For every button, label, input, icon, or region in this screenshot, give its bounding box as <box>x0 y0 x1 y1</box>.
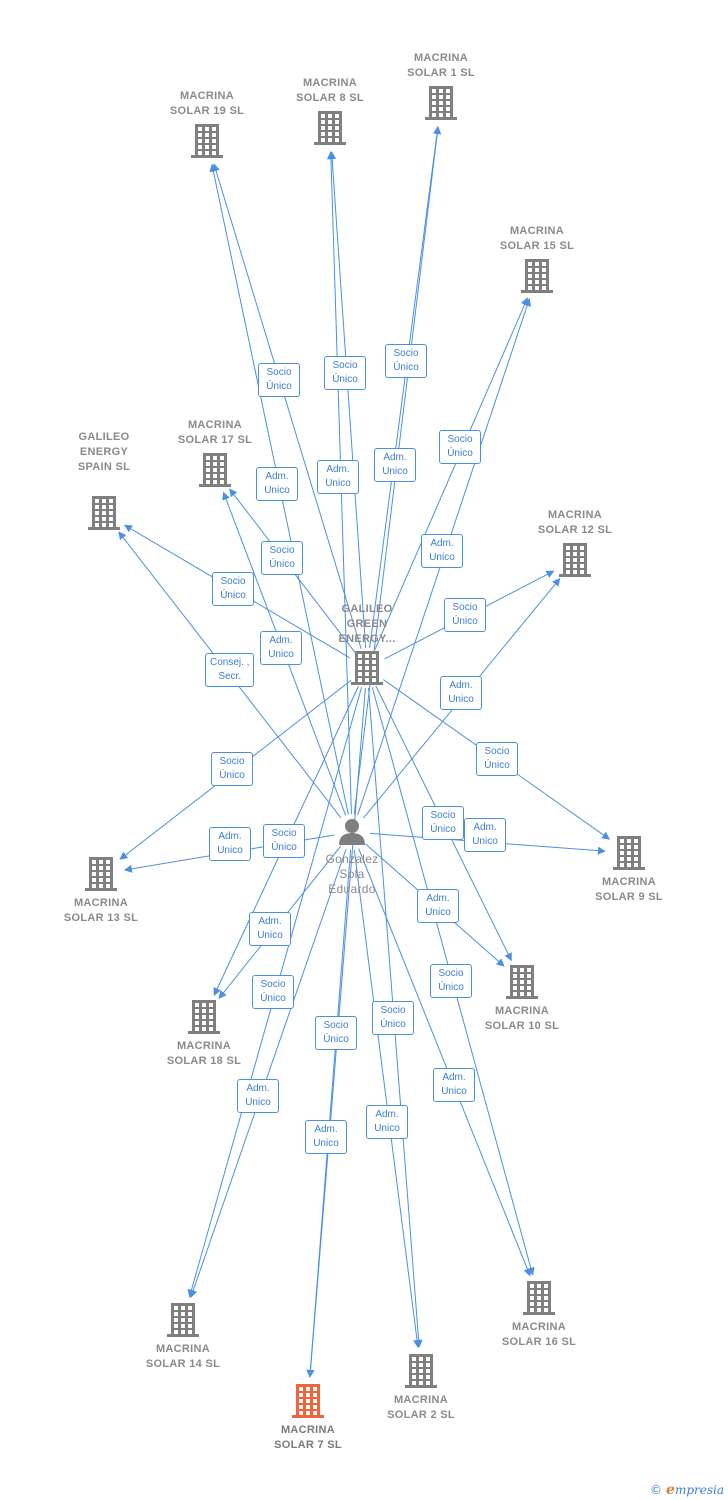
edge-label-person-to-solar12[interactable]: Adm. Unico <box>440 676 482 710</box>
node-label-solar14[interactable]: MACRINA SOLAR 14 SL <box>145 1343 221 1370</box>
solar15-building-icon[interactable] <box>521 259 553 293</box>
node-label-galileo-green[interactable]: GALILEO GREEN ENERGY... <box>338 603 396 645</box>
solar9-building-icon[interactable] <box>613 836 645 870</box>
edge-label-galileo_green-to-solar17[interactable]: Socio Único <box>261 541 303 575</box>
footer-brand[interactable]: ©empresia <box>650 1482 724 1498</box>
node-label-person[interactable]: Gonzalez Sola Eduardo <box>325 852 379 896</box>
node-label-solar13[interactable]: MACRINA SOLAR 13 SL <box>63 897 139 924</box>
edge-label-galileo_green-to-solar14[interactable]: Socio Único <box>252 975 294 1009</box>
edge-label-person-to-solar1[interactable]: Adm. Unico <box>374 448 416 482</box>
edge-label-person-to-solar15[interactable]: Adm. Unico <box>421 534 463 568</box>
solar17-building-icon[interactable] <box>199 453 231 487</box>
edge-label-galileo_green-to-solar10[interactable]: Socio Único <box>422 806 464 840</box>
solar7-building-icon[interactable] <box>292 1384 324 1418</box>
edge-galileo_green-to-solar19 <box>212 163 362 650</box>
edge-label-galileo_green-to-solar15[interactable]: Socio Único <box>439 430 481 464</box>
edge-label-galileo_green-to-solar7[interactable]: Socio Único <box>315 1016 357 1050</box>
edge-label-person-to-solar2[interactable]: Adm. Unico <box>366 1105 408 1139</box>
galileo_spain-building-icon[interactable] <box>88 496 120 530</box>
edge-label-person-to-solar18[interactable]: Adm. Unico <box>249 912 291 946</box>
solar16-building-icon[interactable] <box>523 1281 555 1315</box>
edges-layer <box>118 126 611 1378</box>
nodes-layer <box>85 86 645 1418</box>
edge-person-to-solar14 <box>189 848 347 1299</box>
node-label-solar7[interactable]: MACRINA SOLAR 7 SL <box>274 1424 342 1451</box>
edge-galileo_green-to-solar1 <box>369 126 441 649</box>
solar1-building-icon[interactable] <box>425 86 457 120</box>
copyright-symbol: © <box>650 1483 663 1497</box>
edge-label-person-to-solar14[interactable]: Adm. Unico <box>237 1079 279 1113</box>
edge-person-to-solar7 <box>306 849 352 1378</box>
brand-initial: e <box>666 1482 675 1498</box>
node-label-solar10[interactable]: MACRINA SOLAR 10 SL <box>484 1005 560 1032</box>
solar12-building-icon[interactable] <box>559 543 591 577</box>
node-label-solar2[interactable]: MACRINA SOLAR 2 SL <box>387 1394 455 1421</box>
edge-galileo_green-to-solar8 <box>328 151 367 649</box>
edge-label-person-to-galileo_spain[interactable]: Consej. , Secr. <box>205 653 255 687</box>
edge-label-person-to-solar7[interactable]: Adm. Unico <box>305 1120 347 1154</box>
edge-label-galileo_green-to-solar2[interactable]: Socio Único <box>372 1001 414 1035</box>
solar13-building-icon[interactable] <box>85 857 117 891</box>
node-label-solar15[interactable]: MACRINA SOLAR 15 SL <box>499 225 575 252</box>
node-label-solar12[interactable]: MACRINA SOLAR 12 SL <box>537 509 613 536</box>
solar14-building-icon[interactable] <box>167 1303 199 1337</box>
edge-label-person-to-solar9[interactable]: Adm. Unico <box>464 818 506 852</box>
edge-label-galileo_green-to-solar9[interactable]: Socio Único <box>476 742 518 776</box>
galileo-green-building-icon[interactable] <box>351 651 383 685</box>
node-label-solar16[interactable]: MACRINA SOLAR 16 SL <box>501 1321 577 1348</box>
solar2-building-icon[interactable] <box>405 1354 437 1388</box>
node-label-solar8[interactable]: MACRINA SOLAR 8 SL <box>296 77 364 104</box>
edge-galileo_green-to-solar15 <box>374 297 529 650</box>
edge-label-person-to-solar19[interactable]: Adm. Unico <box>256 467 298 501</box>
edge-label-person-to-solar8[interactable]: Adm. Unico <box>317 460 359 494</box>
edge-label-galileo_green-to-galileo_spain[interactable]: Socio Único <box>212 572 254 606</box>
edge-label-person-to-solar17[interactable]: Adm. Unico <box>260 631 302 665</box>
edge-label-galileo_green-to-solar12[interactable]: Socio Único <box>444 598 486 632</box>
node-label-solar18[interactable]: MACRINA SOLAR 18 SL <box>166 1040 242 1067</box>
edge-label-galileo_green-to-solar1[interactable]: Socio Único <box>385 344 427 378</box>
edge-label-galileo_green-to-solar18[interactable]: Socio Único <box>263 824 305 858</box>
solar10-building-icon[interactable] <box>506 965 538 999</box>
edge-label-galileo_green-to-solar16[interactable]: Socio Único <box>430 964 472 998</box>
edge-label-person-to-solar13[interactable]: Adm. Unico <box>209 827 251 861</box>
solar18-building-icon[interactable] <box>188 1000 220 1034</box>
edge-person-to-solar16 <box>358 848 532 1277</box>
brand-name: mpresia <box>674 1483 724 1497</box>
edge-label-galileo_green-to-solar13[interactable]: Socio Único <box>211 752 253 786</box>
solar8-building-icon[interactable] <box>314 111 346 145</box>
person-icon[interactable] <box>339 819 365 845</box>
edge-label-person-to-solar16[interactable]: Adm. Unico <box>433 1068 475 1102</box>
node-label-solar9[interactable]: MACRINA SOLAR 9 SL <box>595 876 663 903</box>
node-label-galileo_spain[interactable]: GALILEO ENERGY SPAIN SL <box>77 431 131 473</box>
node-label-solar1[interactable]: MACRINA SOLAR 1 SL <box>407 52 475 79</box>
edge-label-galileo_green-to-solar8[interactable]: Socio Único <box>324 356 366 390</box>
edge-label-person-to-solar10[interactable]: Adm. Unico <box>417 889 459 923</box>
node-label-solar17[interactable]: MACRINA SOLAR 17 SL <box>177 419 253 446</box>
node-label-solar19[interactable]: MACRINA SOLAR 19 SL <box>169 90 245 117</box>
edge-person-to-solar2 <box>353 849 422 1348</box>
solar19-building-icon[interactable] <box>191 124 223 158</box>
edge-label-galileo_green-to-solar19[interactable]: Socio Único <box>258 363 300 397</box>
